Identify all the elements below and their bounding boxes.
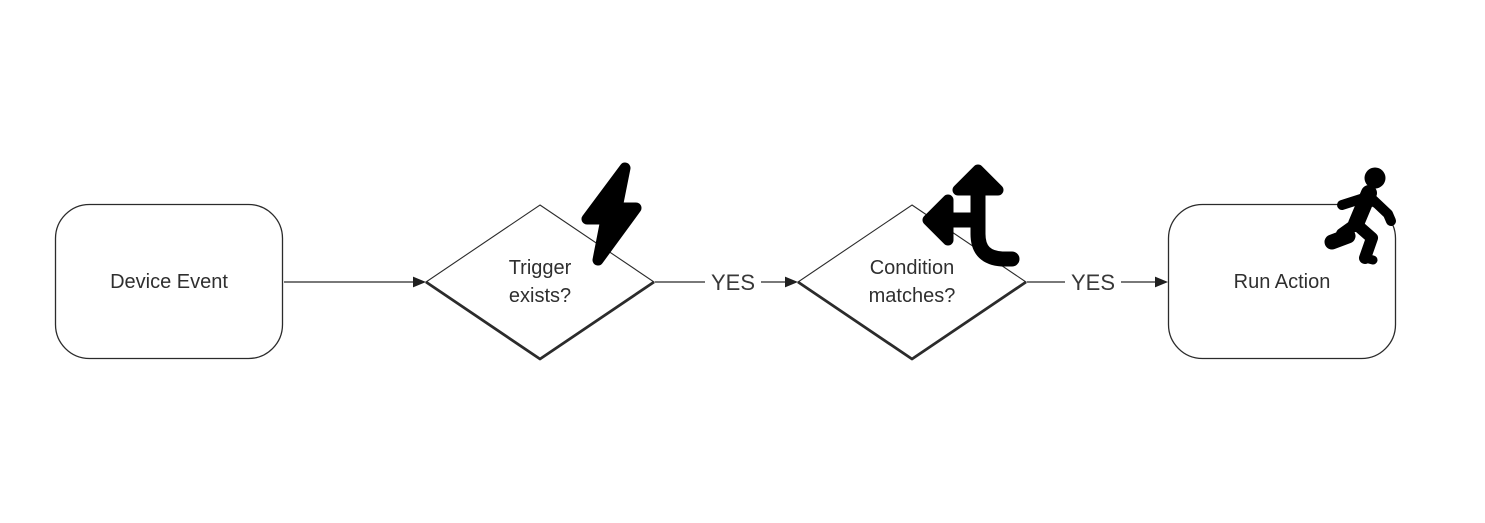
device-event-node [54,203,284,360]
edge-label-yes-2: YES [1065,268,1122,298]
arrowhead-device-to-trigger [413,276,426,288]
edge-label-yes-1: YES [705,268,762,298]
trigger-exists-diamond-shadow-edge [425,280,655,361]
arrowhead-trigger-to-condition [785,276,798,288]
running-person-icon [1324,167,1396,265]
lightning-bolt-icon [581,162,642,266]
split-arrows-icon [922,164,1020,267]
condition-matches-diamond [797,204,1027,360]
condition-matches-diamond-shadow-edge [797,280,1027,361]
arrowhead-condition-to-action [1155,276,1168,288]
